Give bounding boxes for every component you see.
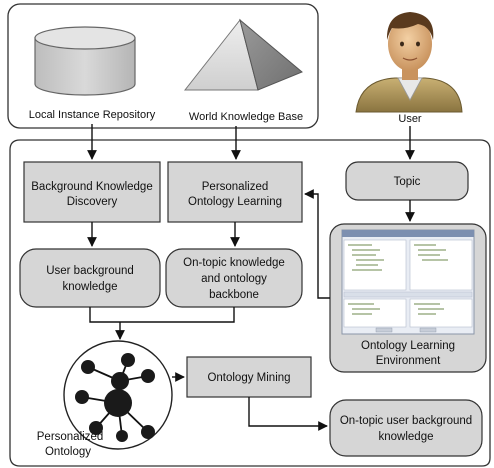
user-label: User xyxy=(398,113,422,125)
topic-node xyxy=(345,161,469,201)
world-knowledge-base-label: World Knowledge Base xyxy=(189,111,303,123)
personalized-ontology-line-1: Personalized xyxy=(37,431,103,443)
ontology-learning-environment-line-1: Ontology Learning xyxy=(361,340,455,352)
personalized-ontology-learning-line-1: Personalized xyxy=(202,181,268,193)
ontology-graph-icon xyxy=(75,353,155,442)
main-process-frame xyxy=(9,139,491,467)
user-background-knowledge-node xyxy=(19,248,161,308)
background-knowledge-discovery-node xyxy=(23,161,161,223)
on-topic-knowledge-backbone-line-1: On-topic knowledge xyxy=(183,257,285,269)
ontology-learning-environment-line-2: Environment xyxy=(376,355,441,367)
user-avatar-icon xyxy=(355,12,463,113)
background-knowledge-discovery-line-1: Background Knowledge xyxy=(31,181,152,193)
connector-user-knowledge-merge xyxy=(89,307,235,323)
on-topic-knowledge-backbone-line-2: and ontology xyxy=(201,273,267,285)
pyramid-icon xyxy=(183,18,303,91)
local-instance-repository-label: Local Instance Repository xyxy=(29,109,156,121)
user-background-knowledge-line-2: knowledge xyxy=(63,281,118,293)
software-window-icon xyxy=(341,229,475,335)
data-sources-frame xyxy=(7,3,319,129)
personalized-ontology-line-2: Ontology xyxy=(45,446,91,458)
topic-label: Topic xyxy=(394,176,421,188)
personalized-ontology-learning-line-2: Ontology Learning xyxy=(188,196,282,208)
database-cylinder-icon xyxy=(34,26,136,96)
arrow-mining-to-output xyxy=(248,397,328,431)
on-topic-user-background-knowledge-line-2: knowledge xyxy=(379,431,434,443)
on-topic-knowledge-backbone-line-3: backbone xyxy=(209,289,259,301)
arrow-environment-to-learning xyxy=(304,189,330,299)
ontology-mining-label: Ontology Mining xyxy=(207,372,290,384)
background-knowledge-discovery-line-2: Discovery xyxy=(67,196,118,208)
on-topic-user-background-knowledge-line-1: On-topic user background xyxy=(340,415,472,427)
user-background-knowledge-line-1: User background xyxy=(46,265,134,277)
on-topic-user-background-knowledge-node xyxy=(329,399,483,457)
